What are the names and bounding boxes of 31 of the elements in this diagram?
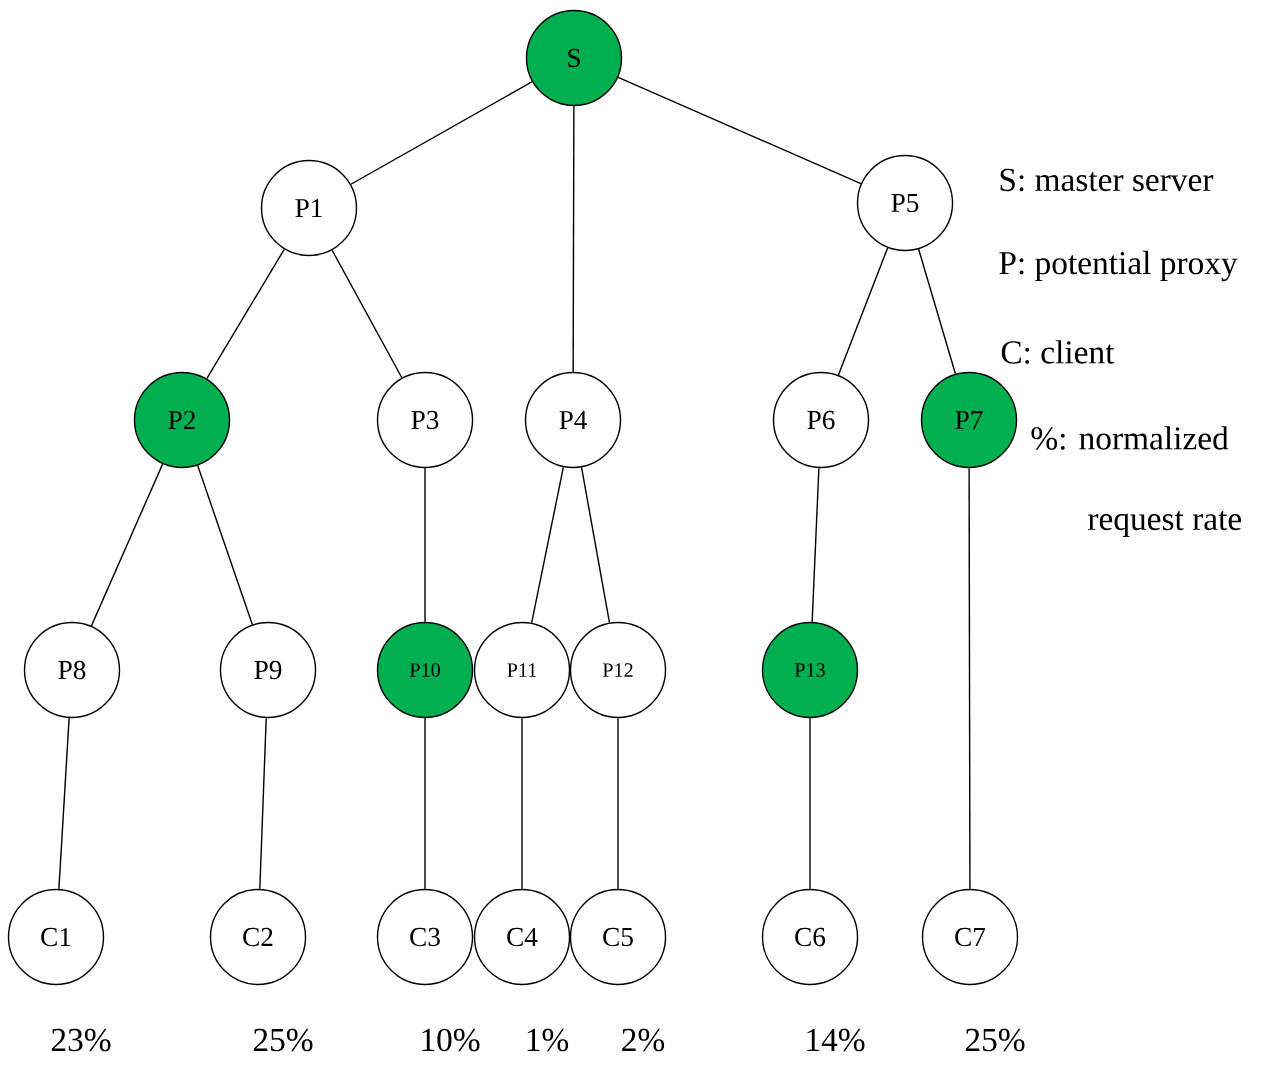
connector-line (90, 463, 164, 627)
percentage-label: 10% (422, 1028, 480, 1052)
legend-text: request rate (1088, 511, 1242, 537)
connector-line (530, 466, 565, 624)
connector-line (837, 247, 889, 376)
connector-line (196, 464, 254, 626)
percentage-label: 23% (51, 1028, 111, 1052)
connector-line (350, 81, 533, 185)
percentage-label: 2% (622, 1028, 665, 1052)
connector-line (58, 717, 70, 890)
connector-line (811, 467, 820, 623)
connector-line (206, 248, 285, 380)
connector-line (968, 467, 971, 890)
legend-text: S: master server (1000, 168, 1214, 192)
connector-line (331, 249, 403, 379)
legend-text: C: client (1001, 340, 1115, 364)
connector-line (580, 466, 611, 624)
connector-line (424, 717, 426, 890)
percentage-label: 1% (527, 1028, 569, 1052)
legend-text: P: potential proxy (999, 250, 1238, 282)
percentage-label: 25% (253, 1028, 313, 1052)
connector-line (917, 248, 957, 375)
percentage-label: 14% (807, 1028, 865, 1052)
percentage-label: 25% (965, 1028, 1025, 1052)
connector-line (259, 717, 267, 890)
connector-line (424, 467, 426, 623)
connector-line (809, 717, 811, 890)
connector-line (572, 105, 575, 373)
connector-line (617, 76, 862, 185)
connector-line (521, 717, 523, 890)
connector-line (617, 717, 619, 890)
